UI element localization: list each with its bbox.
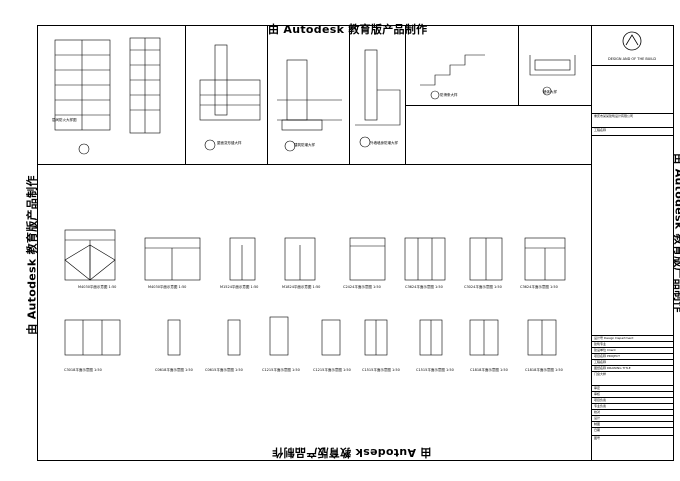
door-elevations (64, 229, 566, 281)
window-label-9: C1818平面示意图 1:50 (525, 368, 563, 372)
detail-roof-drawing (199, 44, 261, 151)
tb-row-11: 校对 (592, 409, 674, 415)
detail-sep-5 (518, 25, 519, 105)
detail-divider (405, 105, 591, 106)
logo-caption: DESIGN AND OF THE BUILD (608, 57, 657, 61)
detail-damp-drawing (277, 59, 342, 152)
door-label-6: C3624平面示意图 1:50 (405, 285, 443, 289)
door-label-2: M4030平面示意图 1:50 (148, 285, 187, 289)
detail-block-drawing (529, 55, 576, 96)
detail-elevation-drawing (54, 37, 161, 155)
window-label-3: C0615平面示意图 1:50 (205, 368, 243, 372)
detail-sep-4 (405, 25, 406, 165)
tb-row-2: 建设单位 Client (592, 347, 674, 353)
window-label-2: C0618平面示意图 1:50 (155, 368, 193, 372)
watermark-left: 由 Autodesk 教育版产品制作 (25, 175, 39, 335)
detail-step-drawing (420, 54, 485, 100)
tb-row-8: 审核 (592, 391, 674, 397)
window-label-1: C3018平面示意图 1:50 (64, 368, 102, 372)
detail-5-title: 防滑条大样 (440, 93, 458, 97)
detail-strip (37, 25, 591, 165)
door-label-1: M4030平面示意图 1:50 (78, 285, 117, 289)
door-label-3: M1524平面示意图 1:50 (220, 285, 259, 289)
window-label-4: C1215平面示意图 1:50 (262, 368, 300, 372)
tb-project-label: 工程名称 (592, 127, 674, 135)
company-logo-icon (622, 31, 642, 51)
tb-row-1: 建筑专业 (592, 341, 674, 347)
tb-row-0: 设计号 Design Department (592, 335, 674, 341)
tb-row-15: 图号 (592, 435, 674, 443)
detail-sep-2 (267, 25, 268, 165)
window-label-5: C1215平面示意图 1:50 (313, 368, 351, 372)
window-label-7: C1515平面示意图 1:50 (416, 368, 454, 372)
window-elevations (64, 316, 557, 356)
tb-row-4: 工程名称 (592, 359, 674, 365)
tb-row-6: 门窗大样 (592, 371, 674, 385)
door-label-7: C3024平面示意图 1:50 (464, 285, 502, 289)
detail-6-title: 墙体大样 (543, 90, 557, 94)
detail-wall-drawing (355, 49, 401, 148)
tb-row-7: 审定 (592, 385, 674, 391)
door-label-8: C3624平面示意图 1:50 (520, 285, 558, 289)
tb-row-14: 日期 (592, 427, 674, 435)
tb-row-5: 图纸名称 DRAWING TITLE (592, 365, 674, 371)
tb-row-10: 专业负责 (592, 403, 674, 409)
detail-sep-1 (185, 25, 186, 165)
tb-row-12: 设计 (592, 415, 674, 421)
tb-notes (592, 65, 674, 113)
tb-row-3: 项目名称 PROJECT (592, 353, 674, 359)
window-label-6: C1515平面示意图 1:50 (362, 368, 400, 372)
drawing-frame (37, 25, 674, 461)
title-block: DESIGN AND OF THE BUILD 重庆市某某建筑设计有限公司 工程… (591, 25, 674, 461)
detail-1-title: 层间防火大样图 (52, 118, 77, 122)
detail-sep-3 (349, 25, 350, 165)
tb-company: 重庆市某某建筑设计有限公司 (592, 113, 674, 127)
door-label-5: C2424平面示意图 1:50 (343, 285, 381, 289)
tb-row-13: 制图 (592, 421, 674, 427)
watermark-top: 由 Autodesk 教育版产品制作 (268, 23, 428, 36)
window-label-8: C1818平面示意图 1:50 (470, 368, 508, 372)
watermark-bottom: 由 Autodesk 教育版产品制作 (272, 446, 432, 459)
tb-blank (592, 135, 674, 335)
tb-row-9: 项目负责 (592, 397, 674, 403)
detail-3-title: 建筑防潮大样 (294, 143, 315, 147)
door-label-4: M1824平面示意图 1:50 (282, 285, 321, 289)
detail-4-title: 外墙墙身防潮大样 (370, 141, 398, 145)
detail-2-title: 屋面变形缝大样 (217, 141, 242, 145)
